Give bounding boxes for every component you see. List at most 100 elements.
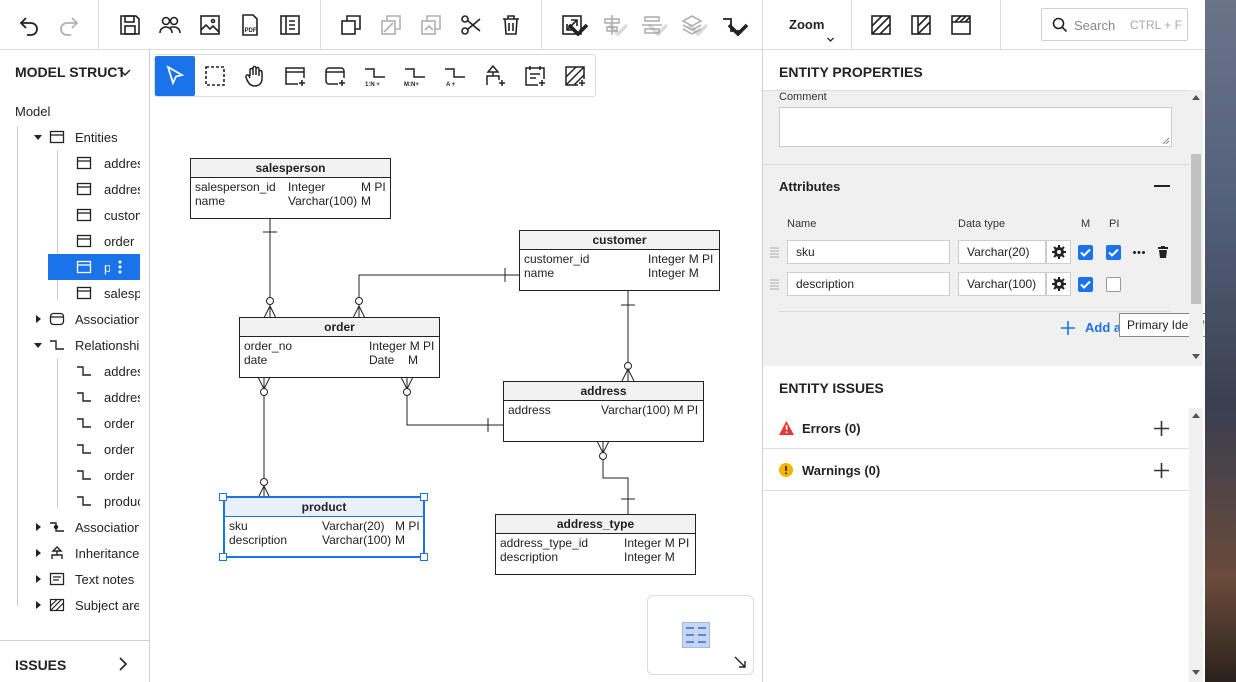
attribute-name-input[interactable]: sku bbox=[787, 240, 950, 264]
scroll-up-icon[interactable] bbox=[1192, 94, 1200, 100]
entity-order[interactable]: order order_no Integer M PI date Date M bbox=[239, 317, 440, 378]
resize-handle[interactable] bbox=[219, 553, 227, 561]
attr-flags: M PI bbox=[395, 519, 420, 533]
comment-field[interactable] bbox=[779, 107, 1172, 147]
tree-entity-customer[interactable]: customer bbox=[76, 203, 140, 227]
tree-text-notes[interactable]: Text notes bbox=[33, 567, 143, 591]
more-vertical-icon[interactable] bbox=[118, 260, 122, 274]
tree-relationships[interactable]: Relationships bbox=[33, 333, 143, 357]
undo-button[interactable] bbox=[9, 5, 49, 45]
attribute-settings-button[interactable] bbox=[1046, 272, 1071, 296]
primary-identifier-checkbox[interactable] bbox=[1106, 277, 1121, 292]
collaboration-button[interactable] bbox=[150, 5, 190, 45]
expand-arrow-icon[interactable] bbox=[734, 656, 746, 668]
entity-product-selected[interactable]: product sku Varchar(20) M PI description… bbox=[223, 496, 425, 558]
tree-inheritance[interactable]: Inheritance bbox=[33, 541, 143, 565]
tree-relationship-item[interactable]: order bbox=[76, 463, 140, 487]
marquee-select-tool[interactable] bbox=[195, 56, 235, 96]
layers-button[interactable] bbox=[672, 5, 712, 45]
tree-relationship-item[interactable]: order bbox=[76, 411, 140, 435]
entity-address[interactable]: address address Varchar(100) M PI bbox=[503, 381, 704, 442]
mandatory-checkbox[interactable] bbox=[1078, 245, 1093, 260]
copy-button[interactable] bbox=[331, 5, 371, 45]
tree-entity-address[interactable]: address bbox=[76, 151, 140, 175]
save-button[interactable] bbox=[110, 5, 150, 45]
resize-handle[interactable] bbox=[420, 493, 428, 501]
diagram-canvas[interactable]: 1:N + M:N+ A + bbox=[150, 50, 762, 682]
properties-scrollbar[interactable] bbox=[1189, 90, 1203, 366]
add-entity-tool[interactable] bbox=[275, 56, 315, 96]
entity-attribute-row: name Integer M bbox=[520, 266, 719, 280]
issues-section[interactable]: ISSUES bbox=[0, 640, 150, 682]
display-mode-1-button[interactable] bbox=[861, 5, 901, 45]
attribute-type-select[interactable]: Varchar(100) bbox=[958, 272, 1046, 296]
add-relationship-mn-tool[interactable]: M:N+ bbox=[395, 56, 435, 96]
cut-button[interactable] bbox=[451, 5, 491, 45]
attribute-type-select[interactable]: Varchar(20) bbox=[958, 240, 1046, 264]
entity-address-type[interactable]: address_type address_type_id Integer M P… bbox=[495, 514, 696, 575]
tree-relationship-item[interactable]: product bbox=[76, 489, 140, 513]
tree-relationship-item[interactable]: order bbox=[76, 437, 140, 461]
paste-button[interactable] bbox=[371, 5, 411, 45]
tree-associations[interactable]: Associations bbox=[33, 307, 143, 331]
fit-to-screen-button[interactable] bbox=[552, 5, 592, 45]
add-relationship-1n-tool[interactable]: 1:N + bbox=[355, 56, 395, 96]
attribute-name-input[interactable]: description bbox=[787, 272, 950, 296]
primary-identifier-checkbox[interactable] bbox=[1106, 245, 1121, 260]
redo-button[interactable] bbox=[49, 5, 89, 45]
tree-entity-salesperson[interactable]: salesperson bbox=[76, 281, 140, 305]
resize-handle[interactable] bbox=[420, 553, 428, 561]
export-image-button[interactable] bbox=[190, 5, 230, 45]
drag-handle-icon[interactable] bbox=[770, 278, 779, 290]
entity-salesperson[interactable]: salesperson salesperson_id Integer M PI … bbox=[190, 158, 391, 219]
chevron-down-icon[interactable] bbox=[119, 68, 131, 78]
add-subject-area-tool[interactable] bbox=[555, 56, 595, 96]
scroll-down-icon[interactable] bbox=[1192, 670, 1200, 676]
display-mode-2-button[interactable] bbox=[901, 5, 941, 45]
tree-entities[interactable]: Entities bbox=[33, 125, 143, 149]
scroll-down-icon[interactable] bbox=[1192, 354, 1200, 360]
collapse-icon[interactable] bbox=[1154, 185, 1170, 187]
add-inheritance-tool[interactable] bbox=[475, 56, 515, 96]
add-link-tool[interactable]: A + bbox=[435, 56, 475, 96]
add-text-note-tool[interactable] bbox=[515, 56, 555, 96]
pan-tool[interactable] bbox=[235, 56, 275, 96]
search-shortcut: CTRL + F bbox=[1130, 18, 1182, 32]
attribute-settings-button[interactable] bbox=[1046, 240, 1071, 264]
add-association-tool[interactable] bbox=[315, 56, 355, 96]
zoom-menu[interactable]: Zoom bbox=[770, 0, 850, 50]
errors-row[interactable]: Errors (0) bbox=[763, 408, 1189, 449]
paste-special-button[interactable] bbox=[411, 5, 451, 45]
warnings-row[interactable]: Warnings (0) bbox=[763, 450, 1189, 491]
entity-customer[interactable]: customer customer_id Integer M PI name I… bbox=[519, 230, 720, 291]
scrollbar-thumb[interactable] bbox=[1191, 154, 1201, 304]
line-style-button[interactable] bbox=[712, 5, 752, 45]
delete-button[interactable] bbox=[491, 5, 531, 45]
search-input[interactable]: Search CTRL + F bbox=[1041, 8, 1188, 41]
tree-relationship-item[interactable]: address bbox=[76, 359, 140, 383]
select-tool[interactable] bbox=[155, 56, 195, 96]
minimap[interactable] bbox=[647, 595, 754, 675]
tree-model-root[interactable]: Model bbox=[15, 99, 50, 123]
resize-handle[interactable] bbox=[219, 493, 227, 501]
resize-grip-icon[interactable] bbox=[1162, 137, 1169, 144]
tree-subject-areas[interactable]: Subject areas bbox=[33, 593, 143, 617]
tree-relationship-item[interactable]: address bbox=[76, 385, 140, 409]
align-button[interactable] bbox=[592, 5, 632, 45]
tree-entity-order[interactable]: order bbox=[76, 229, 140, 253]
tree-entity-product-selected[interactable]: product bbox=[48, 254, 140, 280]
distribute-button[interactable] bbox=[632, 5, 672, 45]
expand-plus-icon[interactable] bbox=[1154, 421, 1169, 436]
report-button[interactable] bbox=[270, 5, 310, 45]
drag-handle-icon[interactable] bbox=[770, 246, 779, 258]
trash-icon[interactable] bbox=[1158, 246, 1168, 258]
more-horizontal-icon[interactable] bbox=[1133, 251, 1145, 254]
display-mode-3-button[interactable] bbox=[941, 5, 981, 45]
issues-scrollbar[interactable] bbox=[1189, 408, 1203, 682]
scroll-up-icon[interactable] bbox=[1192, 412, 1200, 418]
tree-associations-2[interactable]: Associations bbox=[33, 515, 143, 539]
tree-entity-address-type[interactable]: address_type bbox=[76, 177, 140, 201]
mandatory-checkbox[interactable] bbox=[1078, 277, 1093, 292]
export-pdf-button[interactable]: PDF bbox=[230, 5, 270, 45]
expand-plus-icon[interactable] bbox=[1154, 463, 1169, 478]
